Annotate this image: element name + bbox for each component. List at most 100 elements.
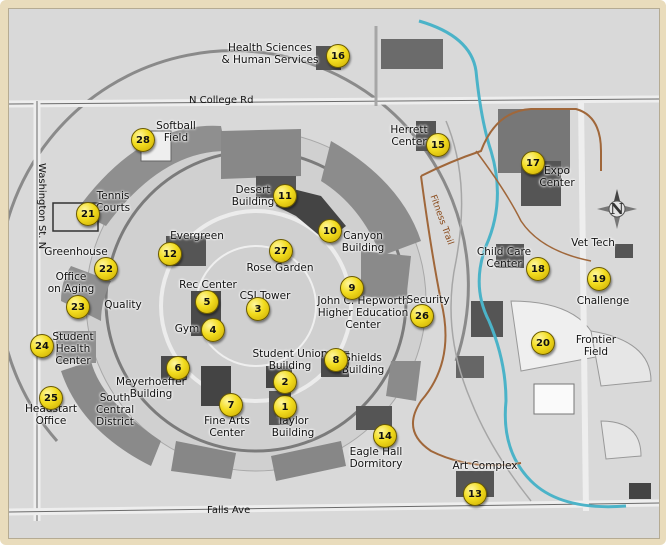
location-label-line: Child Care <box>476 246 532 258</box>
location-label-line: Fine Arts <box>204 415 250 427</box>
location-marker-11[interactable]: 11 <box>273 184 297 208</box>
location-marker-7[interactable]: 7 <box>219 393 243 417</box>
compass-rose: N <box>595 187 639 231</box>
location-label-line: Tennis <box>96 190 130 202</box>
location-label-line: Vet Tech <box>571 237 615 249</box>
location-label-line: Building <box>271 427 315 439</box>
location-marker-16[interactable]: 16 <box>326 44 350 68</box>
location-label-4: Gym <box>175 323 200 335</box>
location-label-line: Building <box>341 242 385 254</box>
location-marker-9[interactable]: 9 <box>340 276 364 300</box>
location-marker-18[interactable]: 18 <box>526 257 550 281</box>
location-label-line: Center <box>391 136 427 148</box>
location-label-line: Office <box>55 271 87 283</box>
location-label-line: Gym <box>174 323 200 335</box>
location-marker-10[interactable]: 10 <box>318 219 342 243</box>
location-label-line: Meyerhoeffer <box>116 376 186 388</box>
location-label-13: Art Complex <box>452 460 517 472</box>
location-marker-24[interactable]: 24 <box>30 334 54 358</box>
location-marker-25[interactable]: 25 <box>39 386 63 410</box>
location-label-line: Building <box>129 388 173 400</box>
location-marker-20[interactable]: 20 <box>531 331 555 355</box>
location-marker-26[interactable]: 26 <box>410 304 434 328</box>
location-marker-3[interactable]: 3 <box>246 297 270 321</box>
location-label-line: Center <box>486 258 522 270</box>
location-label-line: Student <box>52 331 94 343</box>
location-marker-8[interactable]: 8 <box>324 348 348 372</box>
location-marker-27[interactable]: 27 <box>269 239 293 263</box>
location-label-line: Rose Garden <box>246 262 314 274</box>
location-label-line: Field <box>583 346 609 358</box>
location-label-line: Student Union <box>252 348 328 360</box>
location-label-line: Desert <box>235 184 271 196</box>
location-label-line: Expo <box>544 165 570 177</box>
location-label-line: Rec Center <box>179 279 237 291</box>
location-label-line: Building <box>231 196 275 208</box>
location-label-line: Field <box>163 132 189 144</box>
location-marker-15[interactable]: 15 <box>426 133 450 157</box>
location-label-12: Evergreen <box>170 230 224 242</box>
location-marker-14[interactable]: 14 <box>373 424 397 448</box>
location-label-line: Courts <box>95 202 131 214</box>
location-label-line: Center <box>539 177 575 189</box>
location-label-line: Canyon <box>343 230 383 242</box>
road-label-washington: Washington St. N <box>36 163 47 250</box>
location-label-line: South <box>99 392 131 404</box>
road-label-falls: Falls Ave <box>207 505 251 516</box>
location-marker-28[interactable]: 28 <box>131 128 155 152</box>
location-label-line: Dormitory <box>349 458 403 470</box>
location-label-line: Center <box>55 355 91 367</box>
location-marker-13[interactable]: 13 <box>463 482 487 506</box>
location-marker-21[interactable]: 21 <box>76 202 100 226</box>
compass-icon <box>597 189 637 229</box>
location-marker-12[interactable]: 12 <box>158 242 182 266</box>
location-label-line: Evergreen <box>170 230 224 242</box>
location-label-line: & Human Services <box>221 54 319 66</box>
location-label-line: Building <box>268 360 312 372</box>
location-label-22: Greenhouse <box>44 246 107 258</box>
location-marker-23[interactable]: 23 <box>66 295 90 319</box>
location-label-23-part2: Quality <box>104 299 142 311</box>
location-label-line: Frontier <box>575 334 617 346</box>
location-label-line: Building <box>341 364 385 376</box>
location-marker-17[interactable]: 17 <box>521 151 545 175</box>
location-label-line: Center <box>345 319 381 331</box>
campus-map: N College Rd Washington St. N Falls Ave … <box>8 8 660 539</box>
location-label-line: Challenge <box>576 295 630 307</box>
location-label-line: Office <box>35 415 67 427</box>
location-label-line: on Aging <box>47 283 95 295</box>
compass-north-label: N <box>610 200 624 218</box>
location-marker-6[interactable]: 6 <box>166 356 190 380</box>
location-marker-22[interactable]: 22 <box>94 257 118 281</box>
location-label-line: Center <box>209 427 245 439</box>
location-marker-4[interactable]: 4 <box>201 318 225 342</box>
location-label-line: Higher Education <box>317 307 409 319</box>
location-label-16: Health Sciences& Human Services <box>221 42 318 66</box>
location-label-line: Quality <box>104 299 142 311</box>
location-label-line: Shields <box>344 352 382 364</box>
location-label-27: Rose Garden <box>247 262 314 274</box>
location-label-line: Security <box>406 294 450 306</box>
location-label-line: Central <box>95 404 135 416</box>
location-label-line: Health <box>55 343 91 355</box>
location-marker-5[interactable]: 5 <box>195 290 219 314</box>
location-marker-2[interactable]: 2 <box>273 370 297 394</box>
location-marker-1[interactable]: 1 <box>273 395 297 419</box>
location-label-19-part2: Challenge <box>577 295 630 307</box>
location-marker-19[interactable]: 19 <box>587 267 611 291</box>
location-label-19-part1: Vet Tech <box>571 237 615 249</box>
location-label-line: Art Complex <box>452 460 518 472</box>
